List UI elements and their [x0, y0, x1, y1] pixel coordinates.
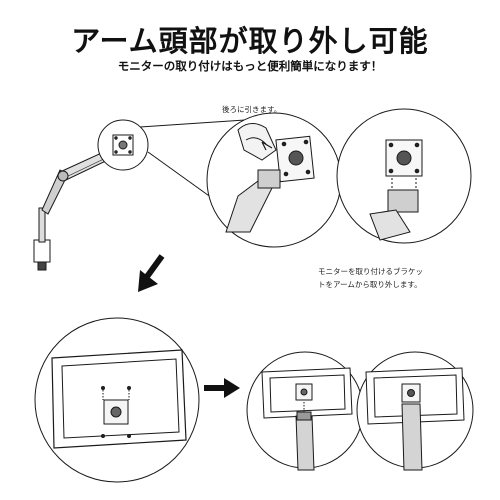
attached-circle	[356, 351, 474, 471]
hand-shape	[237, 123, 277, 161]
pull-arrow	[261, 141, 273, 151]
arm-tilt-block	[257, 169, 281, 189]
monitor-back-panel	[51, 349, 187, 449]
remove-bracket-caption-line2: トをアームから取り外します。	[318, 280, 422, 289]
arm-joint	[57, 170, 69, 182]
head-zoom-circle	[97, 119, 246, 199]
step-arrow-right	[204, 378, 240, 398]
page-title: アーム頭部が取り外し可能	[71, 24, 429, 58]
plate-removed-circle	[336, 108, 472, 244]
attach-arm-circle	[246, 351, 364, 471]
arm-final	[401, 403, 423, 471]
monitor-arm-illustration	[33, 145, 117, 271]
monitor-back-circle	[34, 317, 200, 483]
step-arrow-down	[138, 254, 165, 292]
zoom-leader-bottom	[147, 151, 213, 199]
zoom-leader-top	[139, 119, 246, 128]
arm-pole	[38, 207, 46, 243]
pull-back-caption: 後ろに引きます。	[222, 105, 282, 114]
desk-clamp-screw	[37, 261, 47, 271]
remove-bracket-caption: モニターを取り付けるブラケッ トをアームから取り外します。	[318, 265, 488, 291]
arm-body-right	[369, 209, 411, 241]
remove-bracket-caption-line1: モニターを取り付けるブラケッ	[318, 267, 423, 276]
desk-clamp	[33, 239, 51, 263]
arm-head-exposed	[387, 189, 419, 213]
page-subtitle: モニターの取り付けはもっと便利簡単になります！	[117, 59, 383, 73]
arm-attach	[295, 415, 315, 471]
pull-back-circle	[206, 112, 342, 248]
